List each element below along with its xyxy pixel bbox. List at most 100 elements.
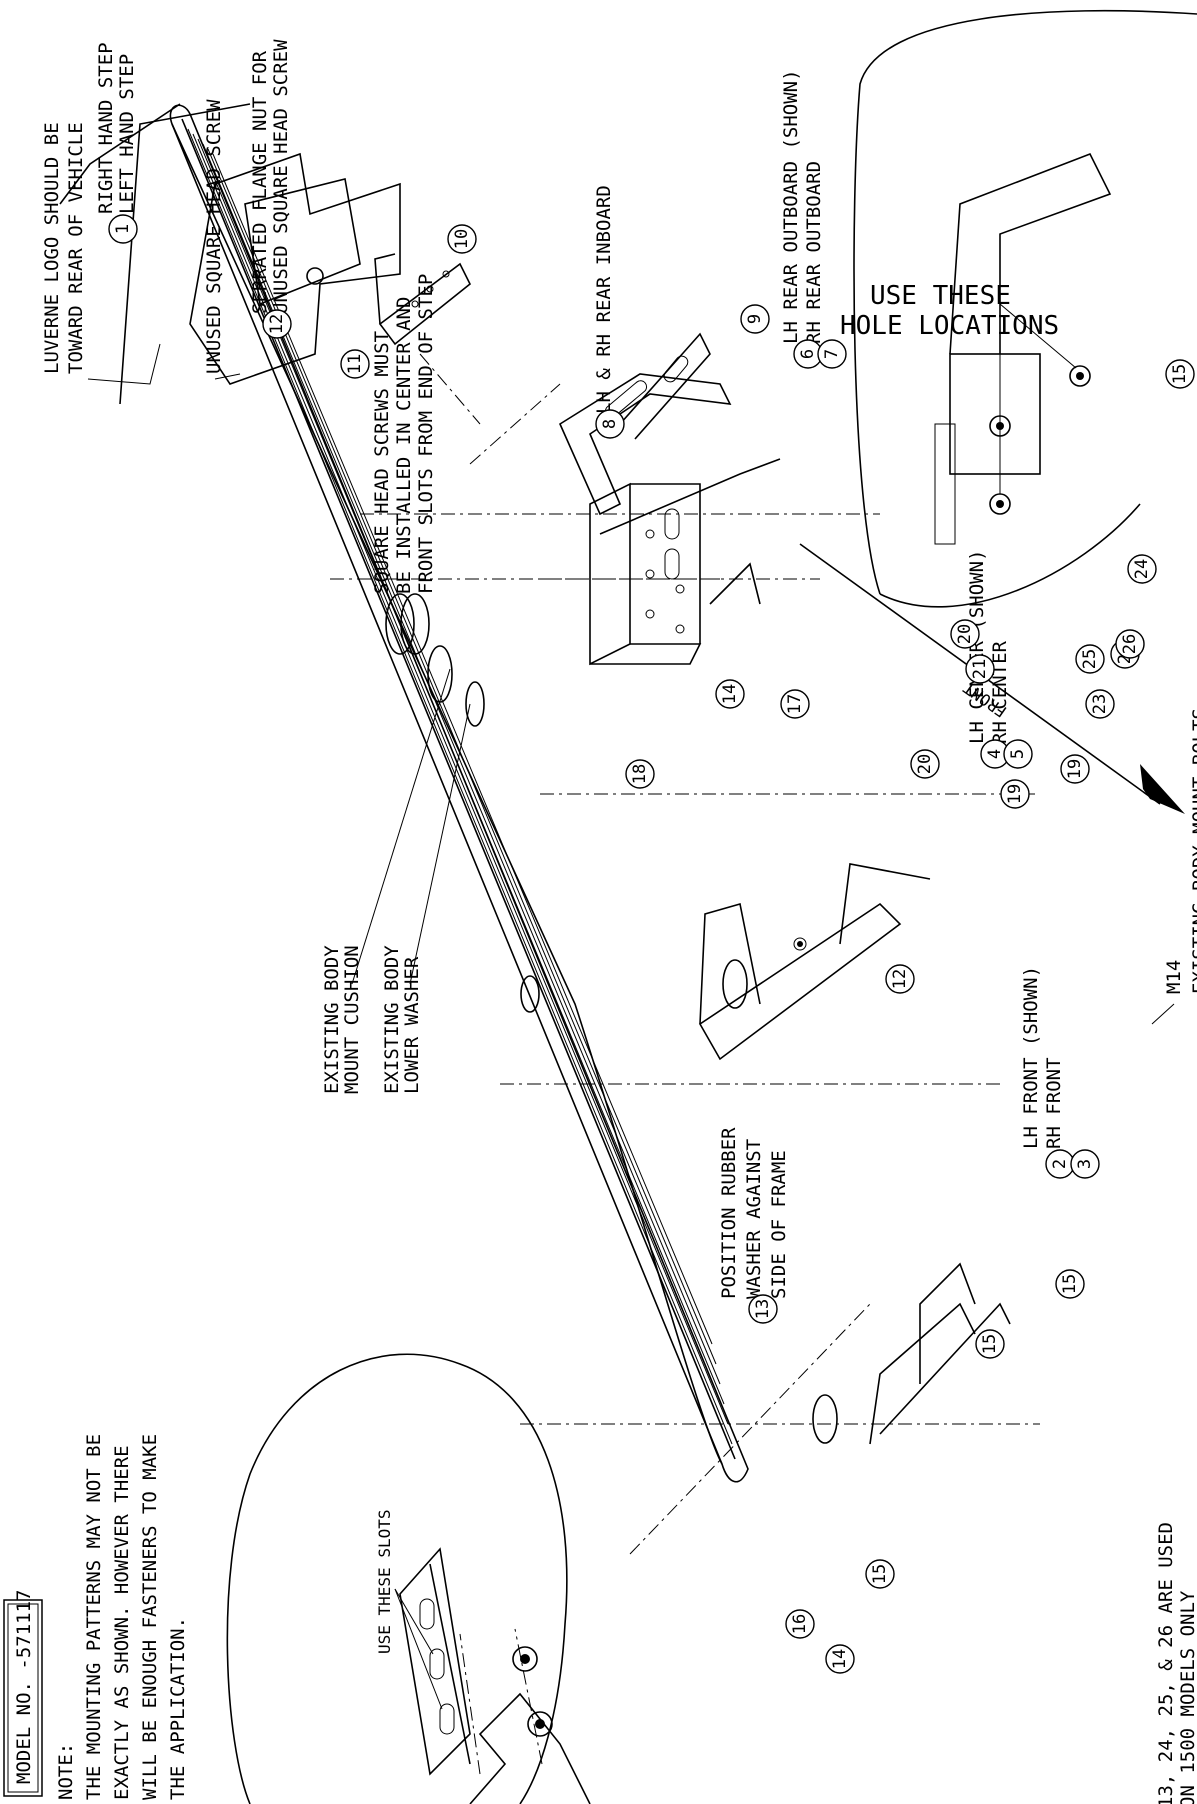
part-bubble-12: 12	[262, 309, 292, 339]
part-bubble-20: 20	[910, 749, 940, 779]
part-bubble-25: 25	[1075, 644, 1105, 674]
bubble-circle	[950, 619, 980, 649]
note-line-3: WILL BE ENOUGH FASTENERS TO MAKE	[139, 1434, 161, 1800]
square-head-line-1: SQUARE HEAD SCREWS MUST	[371, 331, 393, 594]
bubble-circle	[740, 304, 770, 334]
body-cushions	[385, 593, 838, 1444]
rubber-washer-line-1: POSITION RUBBER	[718, 1127, 740, 1299]
note-line-2: EXACTLY AS SHOWN. HOWEVER THERE	[111, 1445, 133, 1800]
bubble-circle	[340, 349, 370, 379]
note-line-4: THE APPLICATION.	[167, 1617, 189, 1800]
rear-inboard-text: LH & RH REAR INBOARD	[593, 185, 615, 414]
detail-slots-circle: USE THESE SLOTS	[226, 1353, 591, 1804]
lower-washer-line-1: EXISTING BODY	[381, 945, 403, 1094]
bubble-circle	[1070, 1149, 1100, 1179]
part-bubble-23: 23	[1085, 689, 1115, 719]
bubble-circle	[625, 759, 655, 789]
bubble-circle	[825, 1644, 855, 1674]
square-head-line-2: BE INSTALLED IN CENTER AND	[393, 297, 415, 594]
part-bubble-18: 18	[625, 759, 655, 789]
bubble-number: 8	[600, 419, 620, 429]
rubber-washer-line-3: SIDE OF FRAME	[768, 1150, 790, 1299]
part-bubble-15: 15	[1165, 359, 1195, 389]
bubble-circle	[108, 214, 138, 244]
bubble-number: 21	[970, 659, 990, 679]
unused-screw-text: UNUSED SQUARE HEAD SCREW	[203, 99, 225, 374]
bubble-number: 23	[1090, 694, 1110, 714]
logo-callout: LUVERNE LOGO SHOULD BE TOWARD REAR OF VE…	[41, 122, 161, 385]
part-bubble-14: 14	[715, 679, 745, 709]
cushion-line-2: MOUNT CUSHION	[341, 945, 363, 1094]
body-bolts-label: EXISTING BODY MOUNT BOLTS	[1189, 708, 1197, 994]
rear-outboard-line-1: LH REAR OUTBOARD (SHOWN)	[780, 69, 802, 344]
bubble-number: 15	[870, 1564, 890, 1584]
bubble-number: 20	[955, 624, 975, 644]
bubble-number: 20	[915, 754, 935, 774]
model-number: MODEL NO. -571117	[13, 1590, 35, 1784]
footnote: 13, 24, 25, & 26 ARE USED ON 1500 MODELS…	[1155, 1522, 1197, 1804]
center-line-1: LH CENTER (SHOWN)	[966, 550, 988, 744]
part-bubble-15: 15	[865, 1559, 895, 1589]
rubber-washer-line-2: WASHER AGAINST	[743, 1139, 765, 1299]
centerlines	[330, 513, 1040, 1555]
bubble-circle	[262, 309, 292, 339]
part-bubble-24: 24	[1127, 554, 1157, 584]
detail-holes-circle: USE THESE HOLE LOCATIONS	[840, 9, 1197, 608]
bubble-number: 13	[753, 1299, 773, 1319]
lower-washer-line-2: LOWER WASHER	[401, 956, 423, 1094]
bubble-number: 15	[980, 1334, 1000, 1354]
step-callout: RIGHT HAND STEP LEFT HAND STEP	[95, 42, 138, 214]
bubble-number: 10	[452, 229, 472, 249]
m14-text: M14	[1163, 960, 1185, 994]
bubble-number: 12	[890, 969, 910, 989]
bubble-number: 19	[1065, 759, 1085, 779]
flange-nut-line-2: UNUSED SQUARE HEAD SCREW	[270, 39, 292, 314]
part-bubble-19: 19	[1060, 754, 1090, 784]
bubble-circle	[595, 409, 625, 439]
part-bubble-26: 26	[1115, 629, 1145, 659]
bubble-number: 9	[745, 314, 765, 324]
frame-rail	[59, 103, 401, 405]
part-bubble-14: 14	[825, 1644, 855, 1674]
bubble-number: 3	[1075, 1159, 1095, 1169]
note-line-1: THE MOUNTING PATTERNS MAY NOT BE	[83, 1434, 105, 1800]
m14-label: M14	[1151, 960, 1185, 1025]
bubble-number: 15	[1060, 1274, 1080, 1294]
bubble-number: 18	[630, 764, 650, 784]
flange-nut-callout: SERRATED FLANGE NUT FOR UNUSED SQUARE HE…	[249, 39, 292, 314]
square-head-line-3: FRONT SLOTS FROM END OF STEP	[415, 274, 437, 594]
bubble-circle	[1055, 1269, 1085, 1299]
part-bubble-1: 1	[108, 214, 138, 244]
bubble-number: 4	[985, 749, 1005, 759]
model-number-box: MODEL NO. -571117	[3, 1590, 43, 1797]
bubble-number: 7	[822, 349, 842, 359]
part-bubble-3: 3	[1070, 1149, 1100, 1179]
bubble-circle	[447, 224, 477, 254]
step-line-1: RIGHT HAND STEP	[95, 42, 117, 214]
part-bubble-9: 9	[740, 304, 770, 334]
part-bubble-20: 20	[950, 619, 980, 649]
body-bolts-text: EXISTING BODY MOUNT BOLTS	[1189, 708, 1197, 994]
bubble-circle	[1115, 629, 1145, 659]
bubble-circle	[1075, 644, 1105, 674]
detail-holes-line-2: HOLE LOCATIONS	[840, 311, 1059, 341]
bracket-8-6	[589, 458, 781, 666]
part-bubble-2: 2	[1045, 1149, 1075, 1179]
bubble-number: 14	[830, 1649, 850, 1669]
part-bubble-15: 15	[975, 1329, 1005, 1359]
center-callout: LH CENTER (SHOWN) RH CENTER	[966, 550, 1011, 744]
front-line-1: LH FRONT (SHOWN)	[1020, 966, 1042, 1149]
part-bubble-15: 15	[1055, 1269, 1085, 1299]
bubble-number: 17	[785, 694, 805, 714]
running-board	[169, 104, 749, 1483]
part-bubble-10: 10	[447, 224, 477, 254]
bubble-circle	[1165, 359, 1195, 389]
part-bubble-19: 19	[1000, 779, 1030, 809]
part-bubble-16: 16	[785, 1609, 815, 1639]
bubble-circle	[748, 1294, 778, 1324]
part-bubble-8: 8	[595, 409, 625, 439]
detail-slots-label: USE THESE SLOTS	[375, 1510, 394, 1655]
